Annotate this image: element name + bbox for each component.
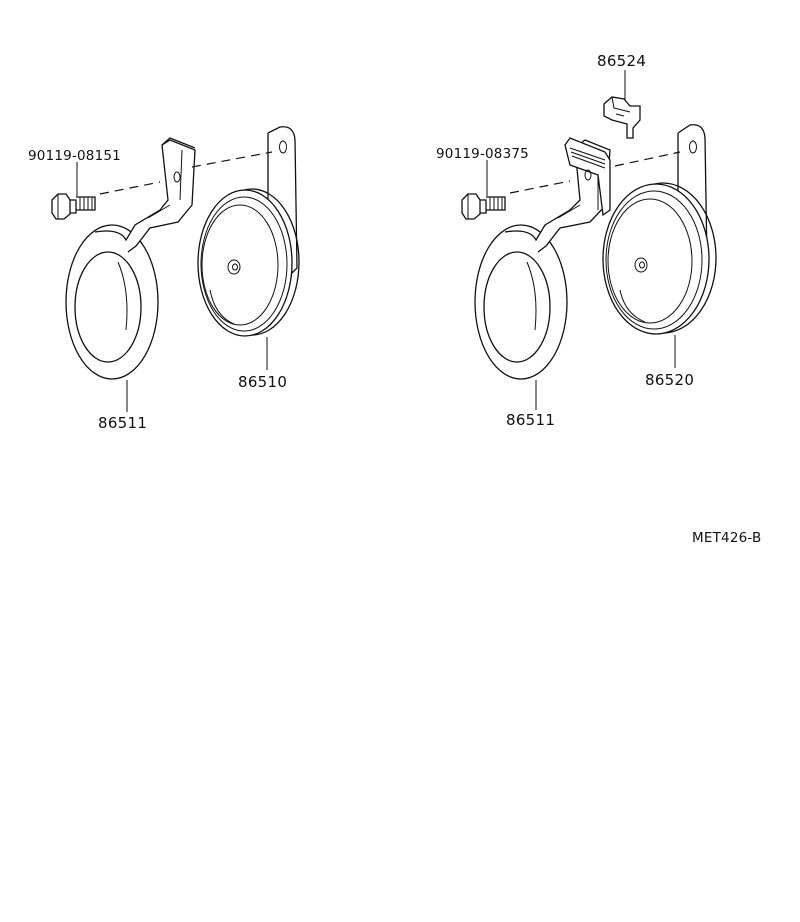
bolt-90119-08375 [461, 193, 506, 220]
horn-86511-left [65, 137, 196, 380]
left-assembly [51, 126, 300, 412]
clip-86524 [603, 70, 641, 139]
label-left-back-horn: 86510 [238, 373, 287, 391]
label-left-front-horn: 86511 [98, 414, 147, 432]
label-right-bolt: 90119-08375 [436, 146, 529, 162]
horn-86510 [197, 126, 300, 337]
label-right-front-horn: 86511 [506, 411, 555, 429]
left-alignment-line [99, 151, 273, 195]
horn-86520 [602, 124, 717, 335]
right-alignment-line [509, 151, 681, 194]
label-left-bolt: 90119-08151 [28, 148, 121, 164]
label-right-back-horn: 86520 [645, 371, 694, 389]
label-right-clip: 86524 [597, 52, 646, 70]
diagram-code: MET426-B [692, 530, 761, 546]
horn-86511-right [474, 137, 611, 380]
right-assembly [461, 70, 717, 410]
bolt-90119-08151 [51, 193, 96, 220]
